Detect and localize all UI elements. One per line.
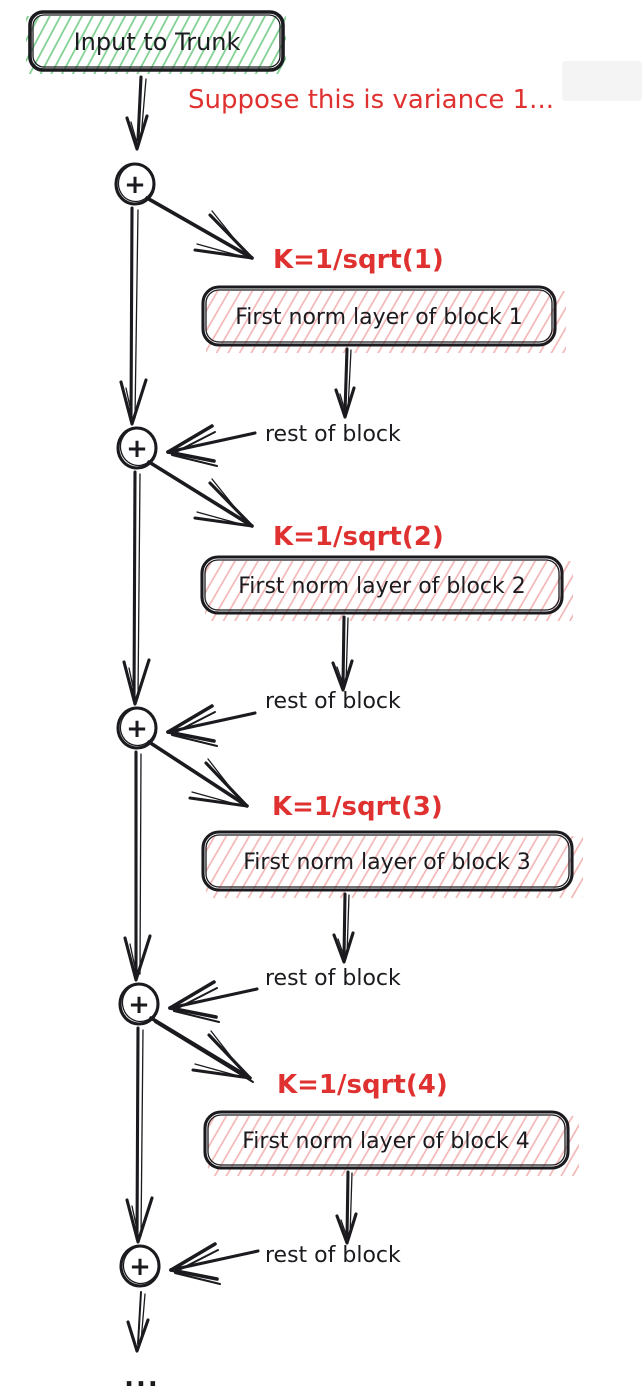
final-output-arrow [126,1291,150,1353]
norm-layer-label-2: First norm layer of block 2 [238,574,526,599]
arrow-normbox3-down [332,892,355,964]
ellipsis-label: ... [124,1363,160,1393]
trunk-arrow-3-4 [123,750,152,982]
k-scale-label-2: K=1/sqrt(2) [273,522,444,552]
rest-arrow-4 [169,1242,260,1285]
rest-of-block-label-3: rest of block [265,966,401,991]
norm-layer-box-1: First norm layer of block 1 [201,285,566,353]
plus-symbol: + [129,1252,151,1282]
plus-node-2: + [116,426,158,470]
norm-layer-box-3: First norm layer of block 3 [201,830,583,898]
norm-layer-box-4: First norm layer of block 4 [203,1110,579,1176]
arrow-normbox1-down [334,347,356,419]
k-scale-label-4: K=1/sqrt(4) [277,1070,448,1100]
rest-arrow-3 [168,980,259,1023]
rest-arrow-1 [166,424,257,467]
plus-symbol: + [126,714,148,744]
trunk-arrow-2-3 [122,470,151,706]
plus-node-3: + [116,706,158,750]
rest-of-block-label-4: rest of block [265,1243,401,1268]
plus-symbol: + [128,990,150,1020]
rest-of-block-label-2: rest of block [265,689,401,714]
arrow-normbox4-down [335,1170,358,1245]
k-scale-label-3: K=1/sqrt(3) [272,792,443,822]
branch-arrow-3 [147,740,249,808]
norm-layer-label-3: First norm layer of block 3 [243,850,531,875]
plus-symbol: + [124,170,146,200]
variance-annotation: Suppose this is variance 1... [188,85,554,115]
plus-node-1: + [114,162,156,206]
input-trunk-label: Input to Trunk [74,28,241,56]
plus-node-5: + [119,1244,161,1288]
input-trunk-box: Input to Trunk [26,10,286,74]
norm-layer-box-2: First norm layer of block 2 [200,555,573,621]
trunk-arrow-4-5 [125,1026,154,1244]
branch-arrow-1 [145,196,254,260]
branch-arrow-4 [149,1016,254,1083]
norm-layer-label-4: First norm layer of block 4 [242,1129,530,1154]
k-scale-label-1: K=1/sqrt(1) [273,245,444,275]
arrow-normbox2-down [331,615,354,692]
rest-arrow-2 [166,704,257,747]
arrow-input-to-node1 [125,75,149,151]
background-artifact [562,61,642,101]
plus-node-4: + [118,982,160,1026]
plus-symbol: + [126,434,148,464]
norm-layer-label-1: First norm layer of block 1 [235,305,523,330]
trunk-arrow-1-2 [119,206,148,426]
branch-arrow-2 [147,460,254,528]
rest-of-block-label-1: rest of block [265,422,401,447]
